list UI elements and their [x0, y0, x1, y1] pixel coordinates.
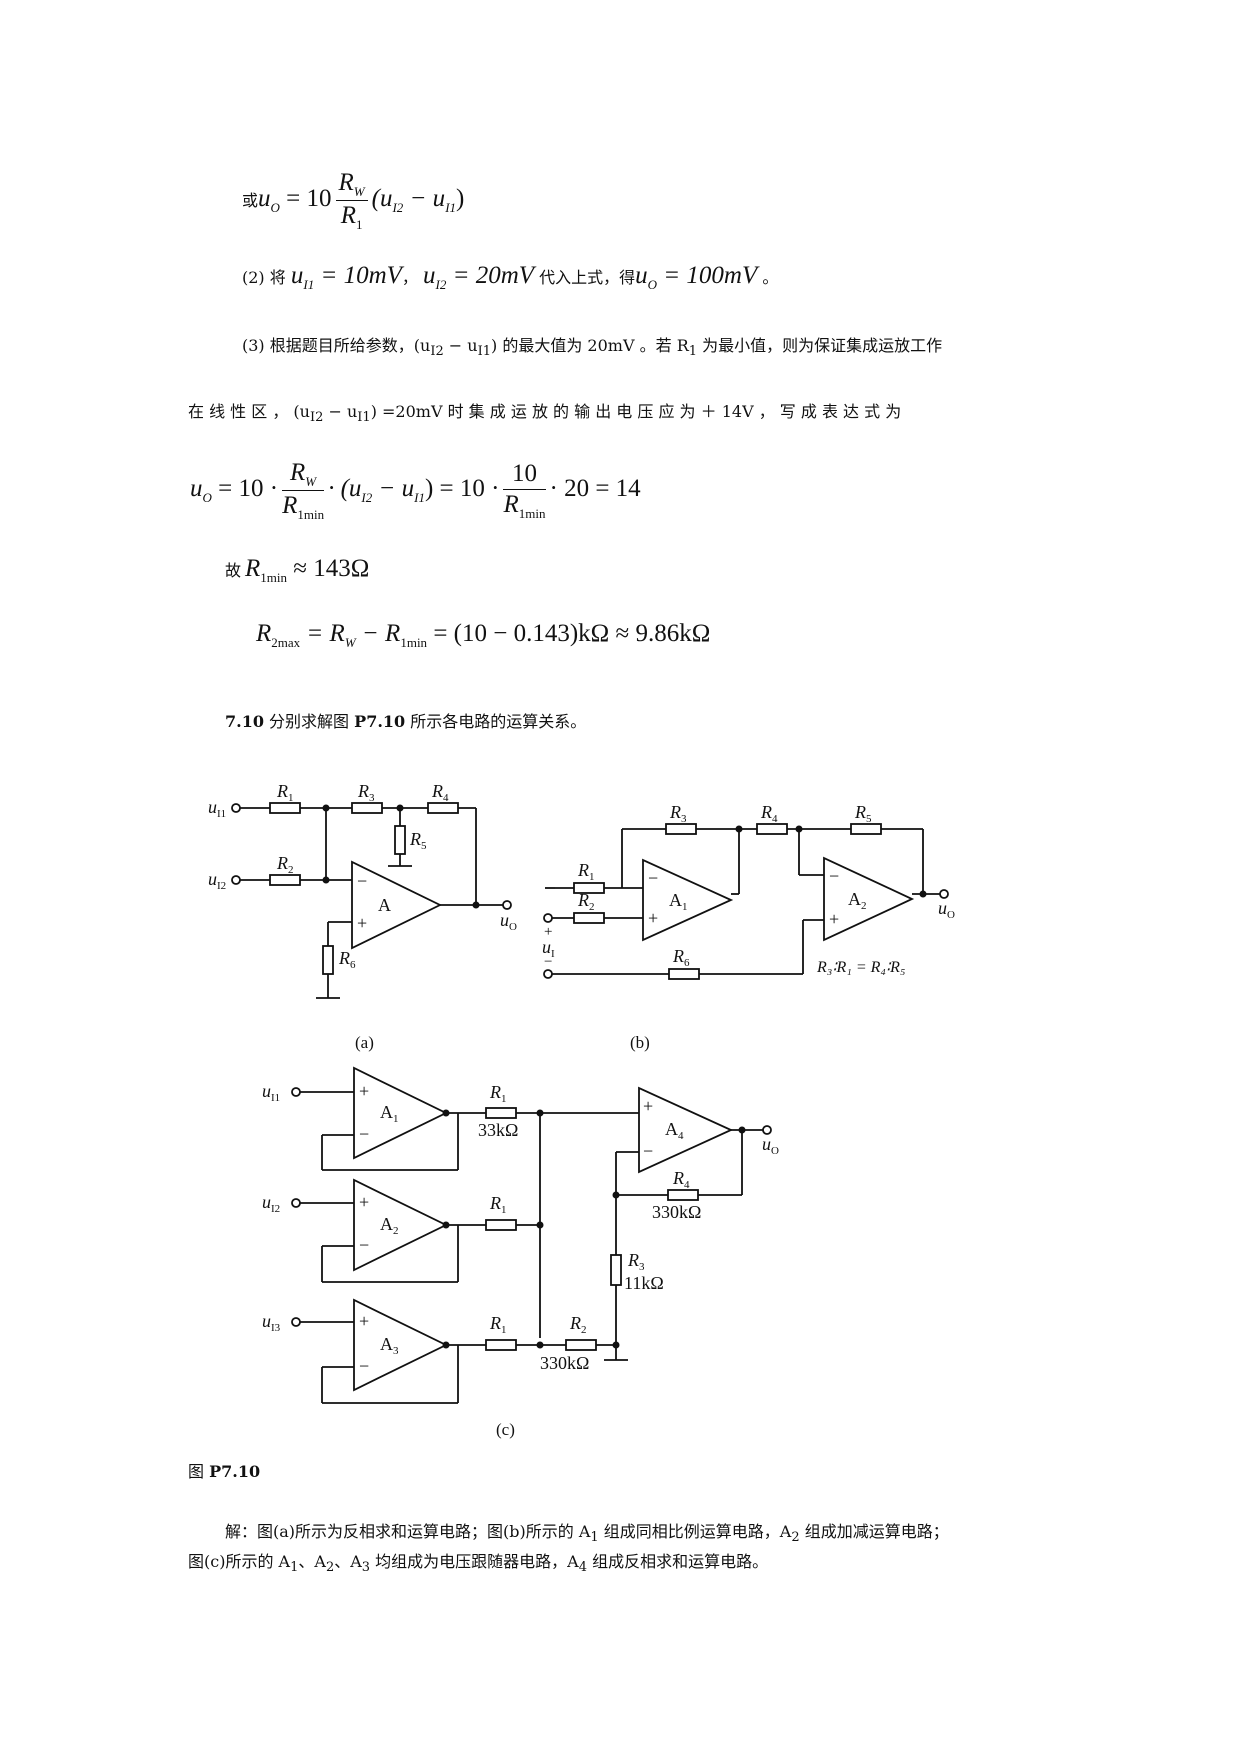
label-b-a1-minus: − [648, 868, 658, 888]
label-a-ui1: uI1 [208, 797, 226, 820]
label-c-a2-minus: − [359, 1235, 369, 1255]
label-c-ui1: uI1 [262, 1081, 280, 1104]
label-c-r1-mid: R1 [489, 1193, 507, 1216]
label-b-a1-plus: + [648, 908, 658, 928]
label-b-r6: R6 [672, 946, 690, 969]
label-a-minus: − [357, 871, 367, 891]
label-c-r1-bottom: R1 [489, 1313, 507, 1336]
label-c-r4-value: 330kΩ [652, 1202, 701, 1222]
caption-c: (c) [496, 1420, 515, 1439]
label-a-amp: A [378, 895, 391, 915]
label-c-r1-top: R1 [489, 1082, 507, 1105]
label-a-r6: R6 [338, 948, 356, 971]
label-a-uo: uO [500, 910, 517, 933]
label-b-r1: R1 [577, 860, 595, 883]
label-c-a1: A1 [380, 1102, 399, 1125]
label-c-a3-plus: + [359, 1311, 369, 1331]
step-2: (2) 将 uI1 = 10mV， uI2 = 20mV 代入上式，得uO = … [242, 262, 779, 292]
label-c-a3: A3 [380, 1334, 399, 1357]
caption-a: (a) [355, 1033, 374, 1052]
label-c-a4: A4 [665, 1119, 684, 1142]
label-b-a1: A1 [669, 890, 688, 913]
label-c-ui3: uI3 [262, 1311, 281, 1334]
label-c-a2: A2 [380, 1214, 399, 1237]
circuit-c [291, 1066, 772, 1404]
label-c-uo: uO [762, 1134, 779, 1157]
label-b-relation: R₃∶R₁ = R₄∶R₅ [816, 959, 905, 976]
label-c-a3-minus: − [359, 1356, 369, 1376]
solution-line-1: 解：图(a)所示为反相求和运算电路；图(b)所示的 A1 组成同相比例运算电路，… [225, 1522, 949, 1546]
caption-b: (b) [630, 1033, 650, 1052]
label-c-a4-plus: + [643, 1096, 653, 1116]
label-c-r3-value: 11kΩ [624, 1273, 664, 1293]
label-b-r2: R2 [577, 890, 595, 913]
figure-label: 图 P7.10 [188, 1462, 261, 1481]
step-3-line-2: 在 线 性 区 ， (uI2 − uI1) =20mV 时 集 成 运 放 的 … [188, 402, 902, 426]
label-b-a2-plus: + [829, 909, 839, 929]
label-b-a2-minus: − [829, 866, 839, 886]
label-b-uo: uO [938, 898, 955, 921]
equation-r2max: R2max = RW − R1min = (10 − 0.143)kΩ ≈ 9.… [256, 620, 711, 650]
label-c-r1-value: 33kΩ [478, 1120, 518, 1140]
label-c-r3: R3 [627, 1250, 645, 1273]
label-c-r2: R2 [569, 1313, 587, 1336]
label-b-input-plus: + [544, 924, 552, 940]
problem-7-10: 7.10 分别求解图 P7.10 所示各电路的运算关系。 [225, 712, 587, 731]
junction-dots [322, 804, 927, 1349]
label-c-r2-value: 330kΩ [540, 1353, 589, 1373]
label-a-r1: R1 [276, 781, 294, 804]
label-b-a2: A2 [848, 889, 867, 912]
label-b-r5: R5 [854, 802, 872, 825]
label-a-plus: + [357, 913, 367, 933]
equation-r1min: 故 R1min ≈ 143Ω [225, 555, 370, 585]
label-c-a2-plus: + [359, 1192, 369, 1212]
step-3-line-1: (3) 根据题目所给参数，(uI2 − uI1) 的最大值为 20mV 。若 R… [242, 336, 943, 360]
label-b-r3: R3 [669, 802, 687, 825]
solution-line-2: 图(c)所示的 A1、A2、A3 均组成为电压跟随器电路，A4 组成反相求和运算… [188, 1552, 769, 1576]
label-b-r4: R4 [760, 802, 778, 825]
label-a-r5: R5 [409, 829, 427, 852]
circuit-a [231, 802, 512, 999]
label-c-a4-minus: − [643, 1141, 653, 1161]
label-a-r4: R4 [431, 781, 449, 804]
circuit-b [543, 823, 949, 980]
label-b-input-minus: − [544, 954, 552, 970]
label-c-a1-minus: − [359, 1124, 369, 1144]
label-b-ui: uI [542, 937, 555, 960]
label-c-a1-plus: + [359, 1081, 369, 1101]
label-a-ui2: uI2 [208, 869, 226, 892]
label-c-ui2: uI2 [262, 1192, 280, 1215]
label-a-r3: R3 [357, 781, 375, 804]
label-c-r4: R4 [672, 1168, 690, 1191]
label-a-r2: R2 [276, 853, 294, 876]
